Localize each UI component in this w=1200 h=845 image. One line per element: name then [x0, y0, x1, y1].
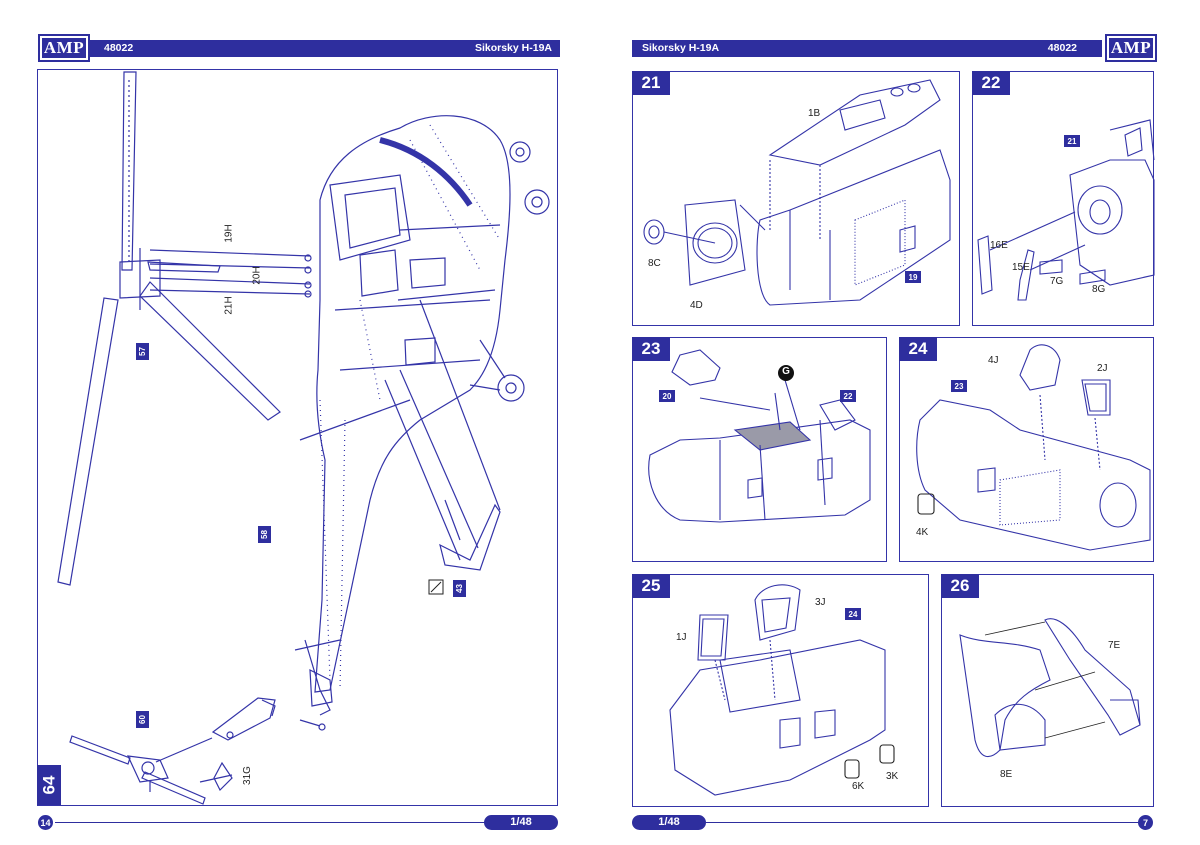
paint-code-circle	[778, 365, 794, 381]
ref-box-60: 60	[136, 711, 149, 728]
left-scale-pill: 1/48	[484, 815, 558, 830]
part-label-8c: 8C	[648, 258, 661, 269]
part-label-1b: 1B	[808, 108, 821, 119]
step-25-number: 25	[632, 574, 670, 598]
ref-box-20: 20	[659, 390, 675, 402]
right-footer-line	[706, 822, 1138, 823]
part-label-8g: 8G	[1092, 284, 1106, 295]
ref-box-21: 21	[1064, 135, 1080, 147]
step-21-frame	[632, 71, 960, 326]
ref-box-19: 19	[905, 271, 921, 283]
step-26-frame	[941, 574, 1154, 807]
step-21-number: 21	[632, 71, 670, 95]
ref-box-43: 43	[453, 580, 466, 597]
part-label-4d: 4D	[690, 300, 703, 311]
part-label-7e: 7E	[1108, 640, 1121, 651]
ref-box-58: 58	[258, 526, 271, 543]
ref-box-22: 22	[840, 390, 856, 402]
part-label-8e: 8E	[1000, 769, 1013, 780]
step-24-number: 24	[899, 337, 937, 361]
left-kit-number: 48022	[104, 42, 134, 54]
part-label-2j: 2J	[1097, 363, 1108, 374]
part-label-15e: 15E	[1012, 262, 1030, 273]
ref-box-57: 57	[136, 343, 149, 360]
part-label-4k: 4K	[916, 527, 929, 538]
left-page-number: 14	[38, 815, 53, 830]
amp-logo-left: AMP	[38, 34, 90, 62]
step-26-number: 26	[941, 574, 979, 598]
step-24-frame	[899, 337, 1154, 562]
step-22-number: 22	[972, 71, 1010, 95]
right-header-bar: Sikorsky H-19A 48022	[632, 40, 1102, 57]
right-title: Sikorsky H-19A	[642, 42, 720, 54]
part-label-3k: 3K	[886, 771, 899, 782]
part-label-1j: 1J	[676, 632, 687, 643]
part-label-16e: 16E	[990, 240, 1008, 251]
right-kit-number: 48022	[1047, 42, 1077, 54]
part-label-3j: 3J	[815, 597, 826, 608]
left-step-frame	[37, 69, 558, 806]
part-label-4j: 4J	[988, 355, 999, 366]
right-scale-pill: 1/48	[632, 815, 706, 830]
ref-box-23: 23	[951, 380, 967, 392]
paint-code-letter: G	[782, 366, 790, 377]
left-header-bar: 48022 Sikorsky H-19A	[90, 40, 560, 57]
part-label-6k: 6K	[852, 781, 865, 792]
step-23-number: 23	[632, 337, 670, 361]
left-step-tab: 64	[37, 765, 61, 805]
step-23-frame	[632, 337, 887, 562]
left-title: Sikorsky H-19A	[474, 42, 552, 54]
amp-logo-right: AMP	[1105, 34, 1157, 62]
right-page-number: 7	[1138, 815, 1153, 830]
left-footer-line	[55, 822, 485, 823]
part-label-7g: 7G	[1050, 276, 1064, 287]
step-25-frame	[632, 574, 929, 807]
ref-box-24: 24	[845, 608, 861, 620]
